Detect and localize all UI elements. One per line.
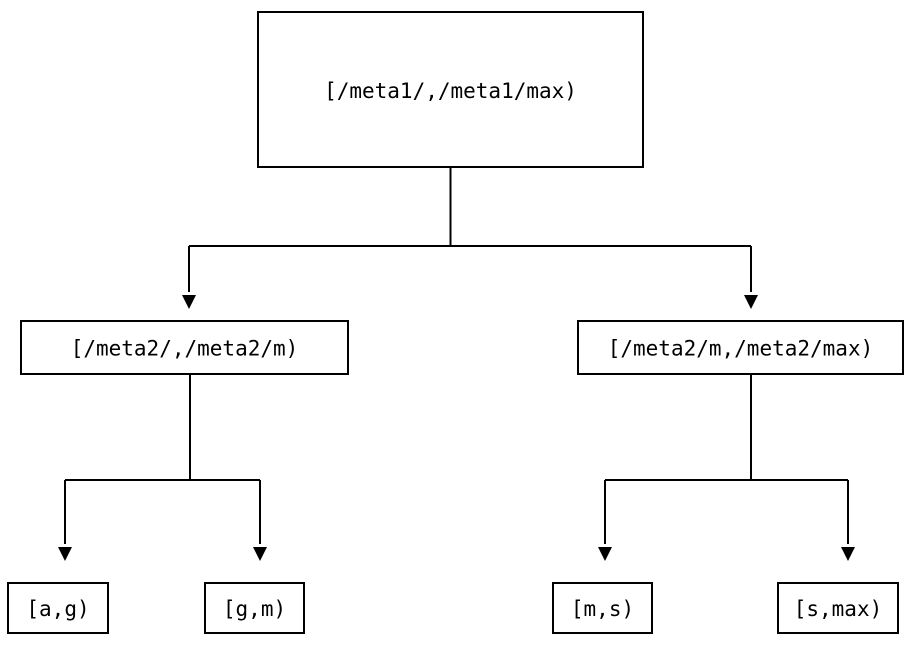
node-leaf-1-label: [a,g): [26, 597, 89, 621]
node-leaf-4[interactable]: [s,max): [776, 581, 900, 635]
node-root-box[interactable]: [256, 10, 645, 169]
node-leaf-3-label: [m,s): [571, 597, 634, 621]
edge-midright-to-leaves-group: [598, 374, 855, 561]
edge-root-to-mid-group: [182, 167, 758, 309]
node-mid-left-label: [/meta2/,/meta2/m): [71, 337, 299, 361]
node-leaf-3[interactable]: [m,s): [551, 581, 654, 635]
node-leaf-4-label: [s,max): [794, 597, 883, 621]
node-leaf-2-box[interactable]: [203, 581, 306, 635]
node-mid-right-box[interactable]: [576, 319, 905, 376]
node-mid-right-label: [/meta2/m,/meta2/max): [608, 337, 874, 361]
arrow-head-leaf3-icon: [598, 547, 612, 561]
node-mid-left-box[interactable]: [19, 319, 350, 376]
node-leaf-1-box[interactable]: [6, 581, 110, 635]
arrow-head-leaf1-icon: [58, 547, 72, 561]
node-root[interactable]: [/meta1/,/meta1/max): [256, 10, 645, 169]
node-leaf-1[interactable]: [a,g): [6, 581, 110, 635]
node-leaf-3-box[interactable]: [551, 581, 654, 635]
arrow-head-leaf4-icon: [841, 547, 855, 561]
node-mid-left[interactable]: [/meta2/,/meta2/m): [19, 319, 350, 376]
node-root-label: [/meta1/,/meta1/max): [324, 79, 577, 103]
arrow-head-mid-left-icon: [182, 295, 196, 309]
arrow-head-mid-right-icon: [744, 295, 758, 309]
edge-midleft-to-leaves-group: [58, 374, 267, 561]
node-mid-right[interactable]: [/meta2/m,/meta2/max): [576, 319, 905, 376]
node-leaf-2[interactable]: [g,m): [203, 581, 306, 635]
arrow-head-leaf2-icon: [253, 547, 267, 561]
node-leaf-4-box[interactable]: [776, 581, 900, 635]
node-leaf-2-label: [g,m): [223, 597, 286, 621]
